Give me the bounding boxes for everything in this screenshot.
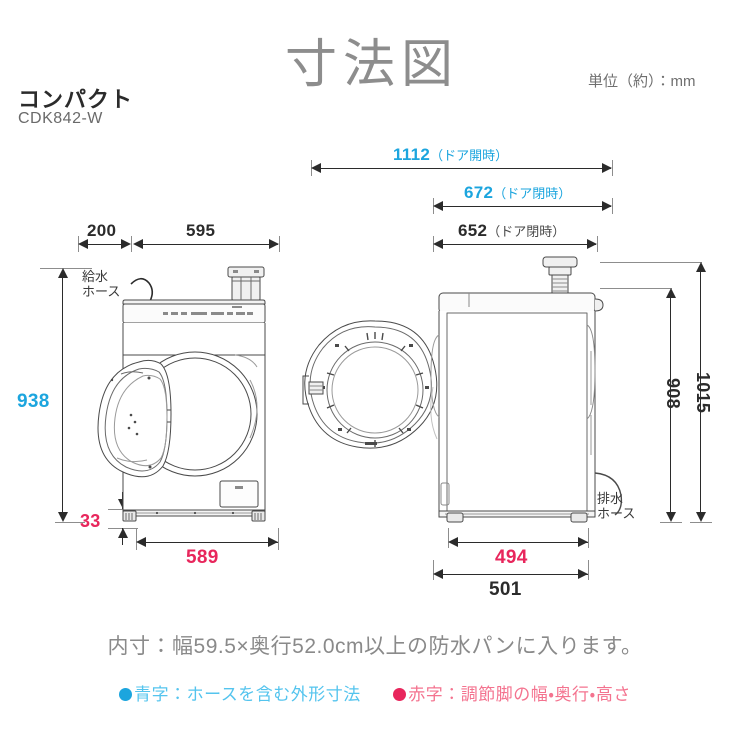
- inner-size-caption: 内寸：幅59.5×奥行52.0cm以上の防水パンに入ります。: [107, 635, 643, 658]
- dim-label-door-closed-hose: 672（ドア閉時）: [464, 183, 572, 202]
- front-view-illustration: [97, 266, 266, 522]
- dim-arrow-total-height-top: [58, 268, 68, 278]
- dim-line-door-closed-body: [435, 244, 596, 245]
- legend-red-entry: 赤字：調節脚の幅・奥行・高さ: [393, 680, 631, 705]
- dim-arrow-leg-width-right: [268, 537, 278, 547]
- dim-label-leg-depth: 494: [495, 547, 528, 568]
- dim-label-leg-width: 589: [186, 547, 219, 568]
- ext-line-total-height-bottom: [55, 522, 85, 523]
- side-view-illustration: [430, 256, 623, 523]
- ext-line-leg-width-right: [278, 528, 279, 550]
- dim-line-body-height: [670, 298, 671, 514]
- dim-label-door-closed-body: 652（ドア閉時）: [458, 221, 566, 240]
- dim-label-total-height: 938: [17, 391, 50, 412]
- product-model: CDK842-W: [18, 110, 103, 127]
- dim-label-hose-width: 200: [87, 221, 117, 240]
- dim-arrow-door-closed-hose-left: [433, 201, 443, 211]
- callout-supply-hose-line2: ホース: [82, 283, 121, 299]
- callout-supply-hose-line1: 給水: [82, 269, 109, 284]
- dim-arrow-total-height-hose-top: [696, 262, 706, 272]
- ext-line-hose-width-right: [131, 236, 132, 252]
- dim-label-body-depth: 501: [489, 579, 522, 600]
- side-view-open-door: [302, 320, 438, 449]
- ext-line-body-height-top: [600, 288, 672, 289]
- ext-line-door-closed-hose-right: [612, 198, 613, 214]
- dim-arrow-body-height-top: [666, 288, 676, 298]
- ext-line-leg-depth-right: [588, 528, 589, 548]
- dim-arrow-body-width-right: [269, 239, 279, 249]
- ext-line-total-height-hose-top: [600, 262, 702, 263]
- callout-supply-hose: 給水 ホース: [82, 269, 121, 300]
- legend-red-text: 赤字：調節脚の幅・奥行・高さ: [408, 685, 631, 704]
- dim-label-body-height: 908: [663, 378, 683, 409]
- dim-line-body-width: [135, 244, 278, 245]
- legend-blue-text: 青字：ホースを含む外形寸法: [134, 685, 361, 704]
- dim-arrow-body-depth-right: [578, 569, 588, 579]
- dim-label-leg-height: 33: [80, 511, 101, 531]
- dim-arrow-body-height-bottom: [666, 512, 676, 522]
- dim-arrow-leg-depth-left: [448, 537, 458, 547]
- dim-label-door-open: 1112（ドア開時）: [393, 145, 509, 164]
- dim-line-total-height: [62, 278, 63, 515]
- unit-note: 単位（約）：mm: [588, 73, 696, 90]
- callout-drain-hose-line2: ホース: [597, 505, 636, 521]
- red-dot-icon: [393, 688, 407, 701]
- ext-line-body-width-right: [279, 236, 280, 252]
- page-title: 寸法図: [285, 36, 460, 94]
- dim-arrow-hose-width-right: [121, 239, 131, 249]
- dim-label-body-width: 595: [186, 221, 216, 240]
- dim-line-leg-width: [138, 542, 278, 543]
- dim-line-total-height-hose: [700, 272, 701, 514]
- ext-line-door-open-right: [612, 160, 613, 176]
- dim-arrow-door-closed-body-right: [587, 239, 597, 249]
- dim-line-door-closed-hose: [435, 206, 611, 207]
- callout-drain-hose-line1: 排水: [597, 491, 624, 506]
- dim-label-total-height-hose: 1015: [693, 372, 713, 414]
- dim-arrow-leg-depth-right: [578, 537, 588, 547]
- dim-line-hose-width: [80, 244, 128, 245]
- ext-line-body-depth-right: [588, 560, 589, 580]
- dim-line-body-depth: [435, 574, 588, 575]
- ext-line-door-closed-body-right: [597, 236, 598, 252]
- dim-arrow-hose-width-left: [78, 239, 88, 249]
- dim-line-door-open: [313, 168, 611, 169]
- ext-line-total-height-hose-bottom: [690, 522, 712, 523]
- dim-arrow-total-height-bottom: [58, 512, 68, 522]
- legend-blue-entry: 青字：ホースを含む外形寸法: [119, 680, 361, 705]
- dim-arrow-leg-width-left: [136, 537, 146, 547]
- dim-arrow-door-closed-hose-right: [602, 201, 612, 211]
- legend: 青字：ホースを含む外形寸法 赤字：調節脚の幅・奥行・高さ: [0, 680, 750, 705]
- dim-arrow-door-open-left: [311, 163, 321, 173]
- blue-dot-icon: [119, 688, 133, 701]
- dim-arrow-door-closed-body-left: [433, 239, 443, 249]
- callout-drain-hose: 排水 ホース: [597, 491, 636, 522]
- dim-arrow-door-open-right: [602, 163, 612, 173]
- dim-arrow-leg-height-up: [118, 528, 128, 538]
- dim-arrow-total-height-hose-bottom: [696, 512, 706, 522]
- ext-line-body-height-bottom: [660, 522, 682, 523]
- dim-arrow-body-width-left: [133, 239, 143, 249]
- dim-arrow-body-depth-left: [433, 569, 443, 579]
- dim-line-leg-depth: [450, 542, 588, 543]
- product-name: コンパクト: [18, 87, 134, 112]
